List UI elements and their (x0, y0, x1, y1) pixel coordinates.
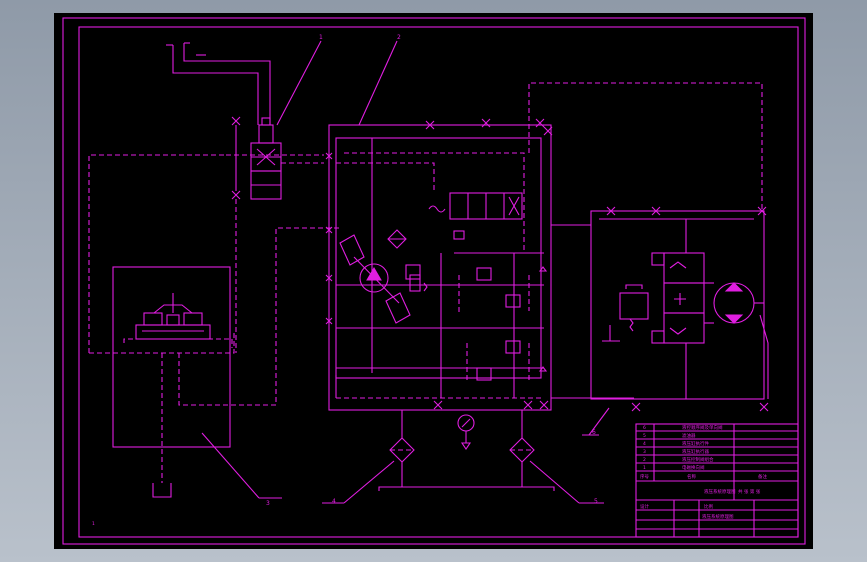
sheet-mark: 1 (92, 521, 95, 527)
header-no: 序号 (640, 473, 649, 480)
title-block: 6 液控顺序阀及单向阀 5 滤油器 4 液压缸执行件 3 液压缸执行器 2 液压… (635, 423, 799, 538)
part-no-1: 6 (643, 425, 646, 431)
part-name-4: 液压缸执行器 (682, 448, 709, 455)
valve-manifold-2 (325, 118, 555, 491)
part-name-1: 液控顺序阀及单向阀 (682, 424, 723, 431)
sheet-label: 共 张 第 张 (738, 488, 761, 495)
valve-1 (166, 42, 324, 353)
leader-4: 4 (322, 460, 395, 505)
part-name-3: 液压缸执行件 (682, 440, 709, 447)
part-no-2: 5 (643, 433, 646, 439)
designer-label: 设计 (640, 503, 649, 510)
leader-number-3: 3 (266, 500, 270, 507)
part-name-5: 液压控制阀组合 (682, 456, 714, 463)
leader-number-5: 5 (594, 498, 598, 505)
leader-number-1: 1 (319, 34, 323, 41)
hydraulic-schematic: 1 (62, 17, 806, 545)
motor-circuit-6 (528, 82, 769, 412)
leader-6: 6 (582, 407, 610, 436)
part-name-6: 电磁换向阀 (682, 464, 705, 471)
outer-frame (62, 17, 806, 545)
part-no-3: 4 (643, 441, 646, 447)
leader-number-2: 2 (397, 34, 401, 41)
header-note: 备注 (758, 473, 767, 480)
leader-5: 5 (529, 460, 604, 505)
press-unit (88, 154, 342, 498)
scale-label: 比例 (704, 503, 713, 510)
part-no-4: 3 (643, 449, 646, 455)
part-no-6: 1 (643, 465, 646, 471)
leader-2: 2 (358, 34, 401, 126)
leader-number-4: 4 (332, 498, 336, 505)
leader-1: 1 (276, 34, 323, 126)
drawing-sheet: 1 (54, 13, 813, 549)
header-name: 名称 (687, 473, 696, 480)
part-no-5: 2 (643, 457, 646, 463)
drawing-title: 液压系统原理图 (702, 513, 734, 520)
leader-number-6: 6 (592, 429, 596, 436)
project-label: 液压系统原理图 (704, 488, 736, 495)
part-name-2: 滤油器 (682, 432, 696, 439)
inner-frame (78, 26, 799, 538)
leader-3: 3 (201, 432, 282, 507)
